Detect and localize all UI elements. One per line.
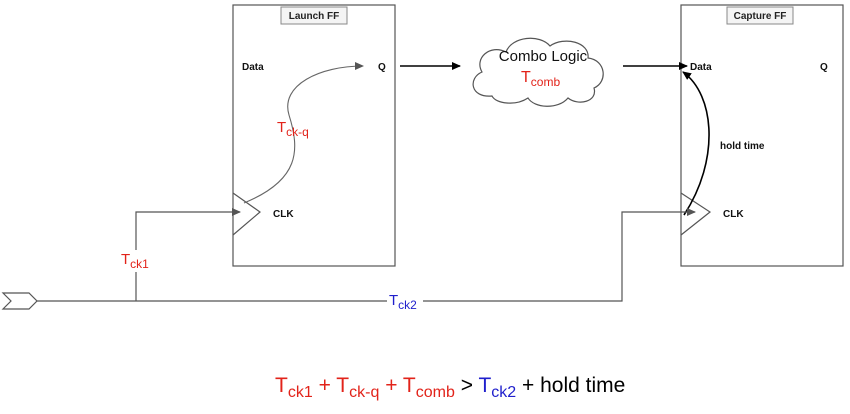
capture-ff-box (680, 4, 844, 267)
cloud-shape (472, 37, 604, 107)
capture-ff-q-pin: Q (820, 62, 828, 73)
clock-to-capture-wire (37, 208, 696, 302)
combo-logic-cloud: Combo Logic Tcomb (472, 37, 604, 107)
launch-ff-title: Launch FF (289, 11, 340, 22)
capture-ff-clk-pin: CLK (723, 209, 744, 220)
hold-time-curve (682, 71, 710, 216)
tck2-label-bg (387, 292, 423, 312)
clock-input-port (1, 292, 38, 310)
combo-delay-label: Tcomb (521, 69, 560, 89)
hold-check-formula: Tck1 + Tck-q + Tcomb > Tck2 + hold time (275, 374, 625, 401)
capture-ff-title-box (726, 6, 794, 25)
launch-ff-data-pin: Data (242, 62, 264, 73)
combo-logic-label: Combo Logic (499, 48, 588, 65)
launch-ff-title-box (280, 6, 348, 25)
capture-ff-data-pin: Data (690, 62, 712, 73)
tck-q-label: Tck-q (277, 119, 309, 139)
capture-ff-clock-triangle (680, 192, 712, 236)
launch-ff-clk-pin: CLK (273, 209, 294, 220)
launch-ff-box (232, 4, 396, 267)
capture-ff-title: Capture FF (734, 11, 787, 22)
launch-ff-clock-triangle (232, 192, 261, 236)
capture-ff: Capture FF Data Q CLK (680, 4, 844, 267)
tck2-label: Tck2 (389, 292, 417, 312)
tck-q-curve (243, 62, 364, 204)
tck1-label: Tck1 (121, 251, 149, 271)
hold-time-label: hold time (720, 141, 765, 152)
tck1-label-bg (118, 250, 156, 272)
launch-ff: Launch FF Data Q CLK (232, 4, 396, 267)
launch-ff-q-pin: Q (378, 62, 386, 73)
